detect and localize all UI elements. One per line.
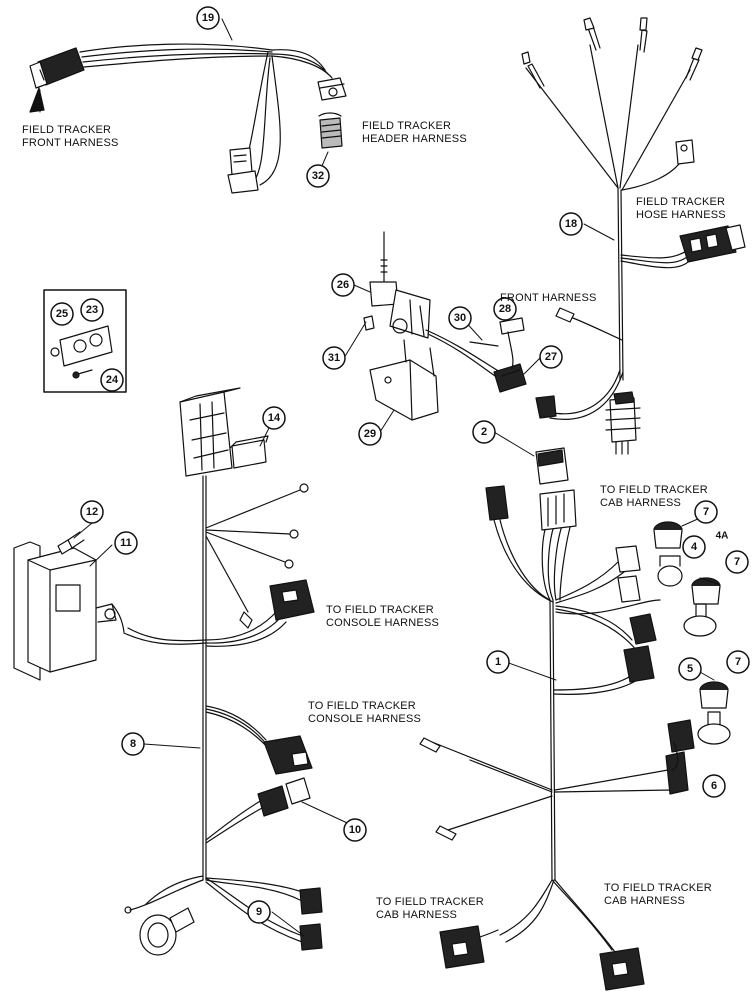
callout-14: 14 — [268, 412, 281, 424]
label-cab-harness-bottom-left: TO FIELD TRACKER CAB HARNESS — [376, 896, 484, 922]
relay-group — [179, 387, 269, 477]
callout-2: 2 — [481, 426, 487, 438]
label-console-harness-1: TO FIELD TRACKER CONSOLE HARNESS — [326, 604, 439, 630]
label-header-harness: FIELD TRACKER HEADER HARNESS — [362, 120, 467, 146]
callout-8: 8 — [130, 738, 136, 750]
label-front-harness: FIELD TRACKER FRONT HARNESS — [22, 124, 119, 150]
label-line: HEADER HARNESS — [362, 133, 467, 145]
callout-1: 1 — [495, 656, 501, 668]
callout-11: 11 — [120, 537, 132, 549]
callout-9: 9 — [256, 906, 262, 918]
label-line: CAB HARNESS — [376, 909, 458, 921]
label-hose-harness: FIELD TRACKER HOSE HARNESS — [636, 196, 726, 222]
label-cab-harness-bottom-right: TO FIELD TRACKER CAB HARNESS — [604, 882, 712, 908]
callout-numbers: 19 32 18 26 28 25 23 24 30 31 27 29 14 2… — [56, 12, 741, 918]
harness-18 — [521, 17, 746, 455]
label-line: TO FIELD TRACKER — [308, 700, 416, 712]
callout-circles — [50, 6, 750, 924]
callout-24: 24 — [106, 374, 119, 386]
label-line: FIELD TRACKER — [636, 196, 726, 208]
callout-18: 18 — [565, 218, 577, 230]
callout-30: 30 — [454, 312, 466, 324]
callout-29: 29 — [364, 428, 376, 440]
label-line: TO FIELD TRACKER — [326, 604, 434, 616]
callout-7-mid: 7 — [734, 556, 740, 568]
harness-1 — [419, 447, 695, 991]
label-line: CONSOLE HARNESS — [326, 617, 440, 629]
callout-23: 23 — [86, 304, 98, 316]
label-front-harness-short: FRONT HARNESS — [500, 292, 597, 304]
label-line: CONSOLE HARNESS — [308, 713, 422, 725]
callout-6: 6 — [711, 780, 717, 792]
label-line: HOSE HARNESS — [636, 209, 726, 221]
callout-32: 32 — [312, 170, 324, 182]
callout-28: 28 — [499, 303, 511, 315]
callout-4a: 4A — [716, 531, 729, 542]
label-cab-harness-right: TO FIELD TRACKER CAB HARNESS — [600, 484, 708, 510]
callout-19: 19 — [202, 12, 214, 24]
callout-31: 31 — [328, 352, 340, 364]
label-line: FIELD TRACKER — [362, 120, 452, 132]
callout-12: 12 — [86, 506, 98, 518]
label-line: CAB HARNESS — [604, 895, 686, 907]
label-line: CAB HARNESS — [600, 497, 682, 509]
ecu-11 — [13, 531, 125, 681]
harness-8 — [123, 475, 323, 956]
label-line: TO FIELD TRACKER — [604, 882, 712, 894]
sensors — [653, 521, 731, 745]
label-line: FRONT HARNESS — [22, 137, 119, 149]
callout-5: 5 — [687, 663, 693, 675]
harness-19 — [29, 43, 347, 194]
label-console-harness-2: TO FIELD TRACKER CONSOLE HARNESS — [308, 700, 421, 726]
callout-26: 26 — [337, 279, 349, 291]
sensor-assembly — [363, 231, 527, 421]
callout-25: 25 — [56, 308, 68, 320]
callout-7-top: 7 — [703, 506, 709, 518]
callout-4: 4 — [691, 541, 698, 553]
label-line: TO FIELD TRACKER — [376, 896, 484, 908]
label-line: FIELD TRACKER — [22, 124, 112, 136]
leader-lines — [39, 18, 719, 937]
callout-27: 27 — [545, 351, 557, 363]
label-line: TO FIELD TRACKER — [600, 484, 708, 496]
callout-7-low: 7 — [735, 656, 741, 668]
callout-10: 10 — [349, 824, 361, 836]
